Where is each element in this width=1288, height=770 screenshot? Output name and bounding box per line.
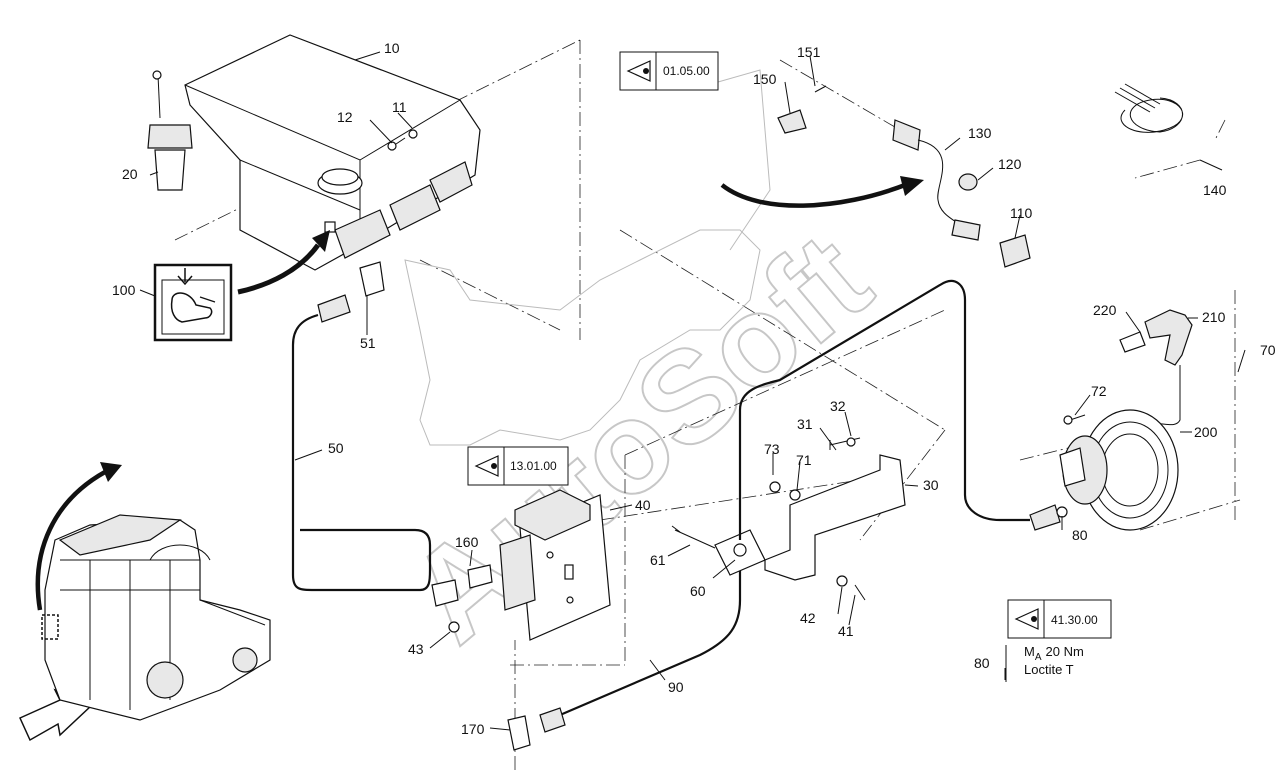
callout-73: 73 (764, 441, 780, 457)
callout-151: 151 (797, 44, 821, 60)
callout-70: 70 (1260, 342, 1276, 358)
hose-loop (738, 279, 1061, 540)
torque-note: MA 20 Nm Loctite T (1005, 644, 1084, 682)
torque-subscript: A (1035, 652, 1042, 663)
callout-labels: 10 11 12 20 100 51 50 151 150 130 120 11… (112, 40, 1276, 737)
reference-box-3: 41.30.00 (1007, 599, 1112, 639)
hand-wash-icon (153, 263, 233, 342)
eye-icon (1014, 608, 1039, 630)
callout-90: 90 (668, 679, 684, 695)
callout-110: 110 (1010, 205, 1033, 221)
callout-31: 31 (797, 416, 813, 432)
callout-30: 30 (923, 477, 939, 493)
hose-reel (1056, 409, 1179, 531)
callout-41: 41 (838, 623, 854, 639)
filler-cap (147, 70, 193, 191)
callout-220: 220 (1093, 302, 1117, 318)
callout-12: 12 (337, 109, 353, 125)
callout-120: 120 (998, 156, 1022, 172)
leader-lines (139, 51, 1246, 731)
tank-assembly (184, 34, 481, 271)
eye-icon (626, 60, 651, 82)
callout-51: 51 (360, 335, 376, 351)
screw-12 (387, 129, 418, 151)
spray-gun (1119, 309, 1193, 426)
callout-42: 42 (800, 610, 816, 626)
callout-10: 10 (384, 40, 400, 56)
callout-40: 40 (635, 497, 651, 513)
callout-210: 210 (1202, 309, 1226, 325)
callout-50: 50 (328, 440, 344, 456)
callout-32: 32 (830, 398, 846, 414)
frame-plate (404, 69, 771, 446)
callout-80-reel: 80 (1072, 527, 1088, 543)
reference-label-2: 13.01.00 (510, 459, 557, 473)
callout-80-note: 80 (974, 655, 990, 671)
cable-130 (777, 85, 1031, 268)
eye-icon (474, 455, 499, 477)
callout-72: 72 (1091, 383, 1107, 399)
callout-43: 43 (408, 641, 424, 657)
callout-61: 61 (650, 552, 666, 568)
coil-140 (1114, 83, 1183, 133)
callout-140: 140 (1203, 182, 1227, 198)
torque-value: 20 Nm (1046, 644, 1084, 659)
callout-71: 71 (796, 452, 812, 468)
paver-machine (41, 514, 271, 721)
callout-170: 170 (461, 721, 485, 737)
hose-90 (507, 550, 742, 751)
watermark: AutoSoft (381, 204, 897, 671)
bracket-30 (764, 437, 906, 581)
callout-130: 130 (968, 125, 992, 141)
torque-symbol: M (1024, 644, 1035, 659)
reference-box-2: 13.01.00 (467, 446, 569, 486)
hose-50 (291, 261, 493, 607)
callout-60: 60 (690, 583, 706, 599)
callout-20: 20 (122, 166, 138, 182)
filter-assembly (448, 489, 611, 641)
watermark-text: AutoSoft (382, 205, 896, 670)
reference-box-1: 01.05.00 (619, 51, 719, 91)
adhesive-note: Loctite T (1024, 662, 1074, 677)
callout-150: 150 (753, 71, 777, 87)
callout-160: 160 (455, 534, 479, 550)
callout-200: 200 (1194, 424, 1218, 440)
reference-label-3: 41.30.00 (1051, 613, 1098, 627)
callout-11: 11 (392, 99, 407, 115)
callout-100: 100 (112, 282, 136, 298)
reference-label-1: 01.05.00 (663, 64, 710, 78)
